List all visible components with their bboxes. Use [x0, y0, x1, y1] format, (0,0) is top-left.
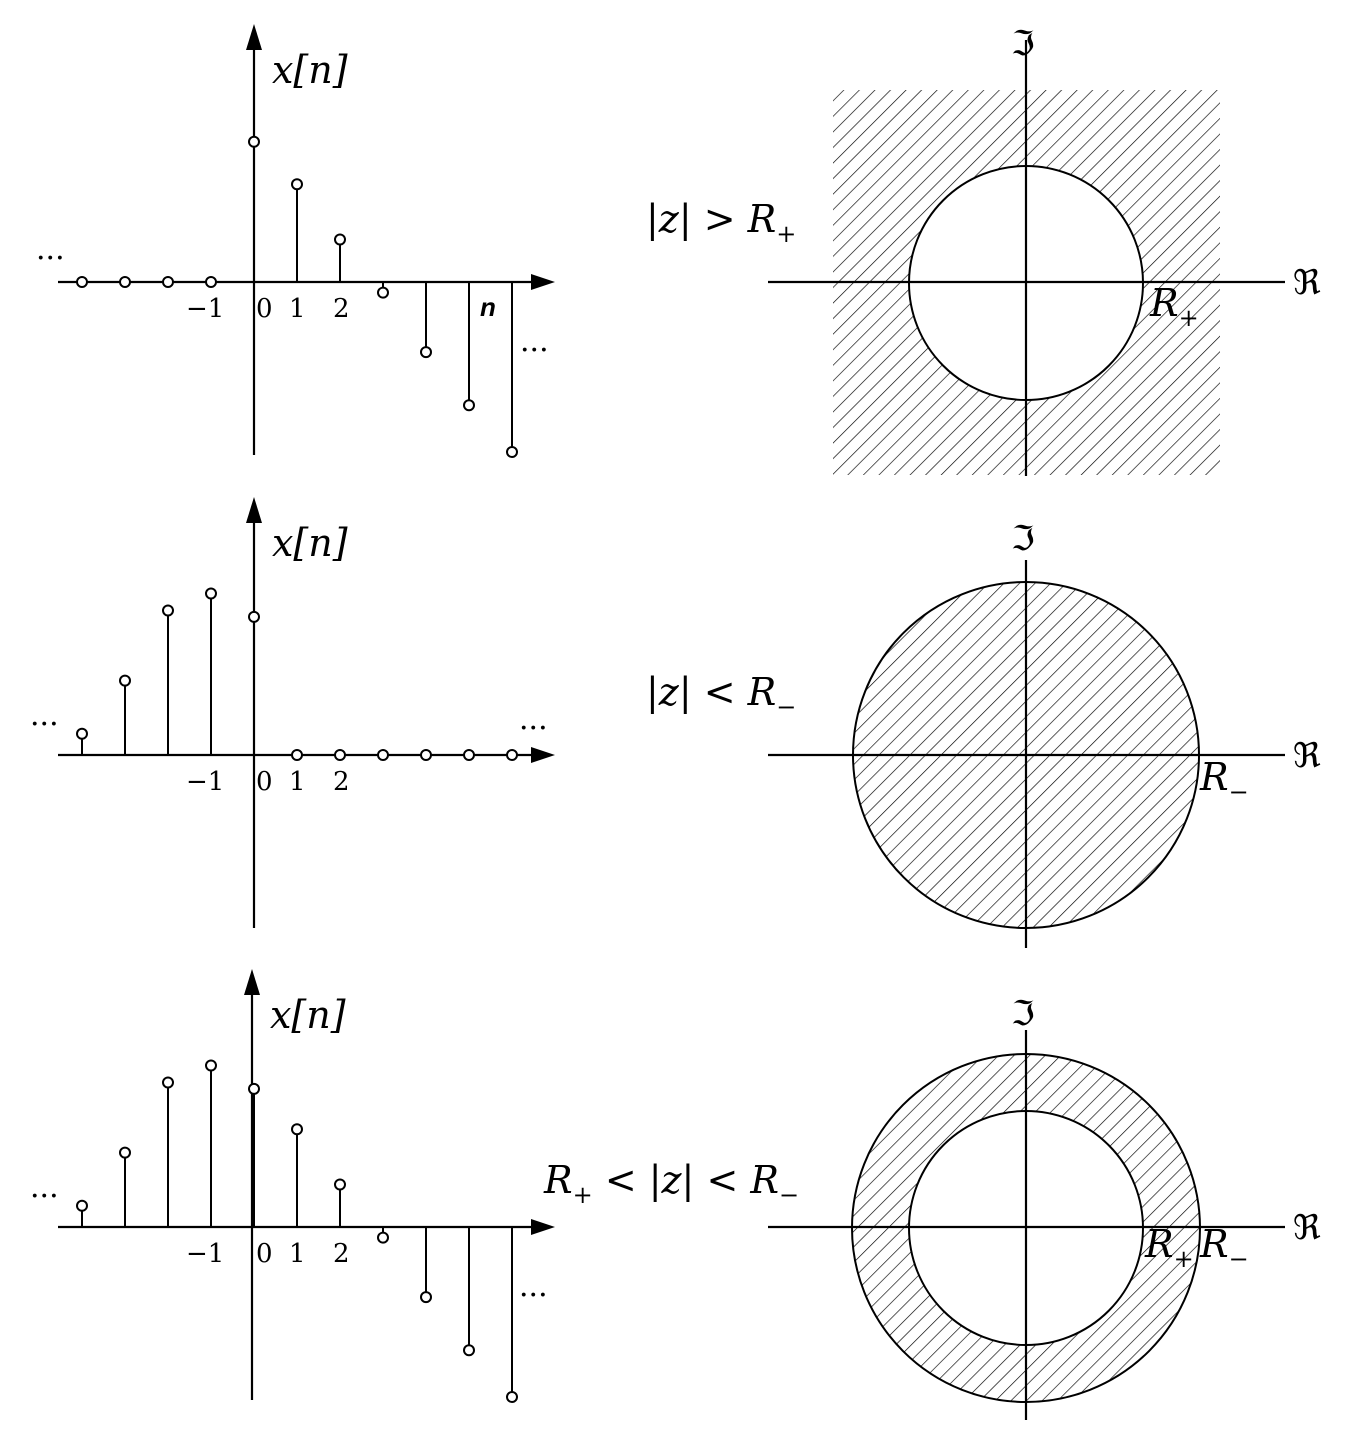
- sample-marker: [248, 1082, 260, 1095]
- x-axis-arrowhead: [531, 747, 555, 763]
- radius-label-r-plus: R+: [1149, 281, 1199, 332]
- tick-label-2: 2: [333, 767, 350, 797]
- sample-marker: [463, 749, 475, 761]
- sample-marker: [205, 1059, 217, 1072]
- sample-marker: [119, 1146, 131, 1159]
- sample-marker: [205, 276, 217, 288]
- sample-marker: [291, 1123, 303, 1136]
- signal-plot-right-sided: x[n] n −1 0 1 2 ··· ···: [36, 24, 555, 458]
- tick-label-2: 2: [333, 294, 350, 324]
- sample-marker: [291, 749, 303, 761]
- sample-marker: [334, 233, 346, 246]
- sample-marker: [119, 674, 131, 687]
- sample-marker: [76, 276, 88, 288]
- tick-label-1: 1: [289, 294, 306, 324]
- tick-label-1: 1: [289, 1239, 306, 1269]
- tick-label-minus-1: −1: [186, 767, 224, 797]
- sample-marker: [377, 286, 389, 299]
- roc-diagram-disk: ℑ ℜ |z| < R− R−: [646, 519, 1321, 948]
- sample-marker: [334, 1178, 346, 1191]
- real-axis-label: ℜ: [1293, 736, 1321, 776]
- x-axis-label: n: [480, 292, 496, 322]
- imag-axis-label: ℑ: [1011, 994, 1035, 1034]
- sample-marker: [420, 749, 432, 761]
- x-axis-arrowhead: [531, 274, 555, 290]
- roc-diagram-exterior: ℑ ℜ |z| > R+ R+: [646, 24, 1321, 476]
- y-axis-label: x[n]: [272, 48, 348, 92]
- tick-label-minus-1: −1: [186, 1239, 224, 1269]
- tick-label-0: 0: [256, 294, 273, 324]
- radius-label-r-minus: R−: [1199, 1222, 1249, 1273]
- right-ellipsis: ···: [520, 333, 549, 368]
- sample-marker: [420, 346, 432, 359]
- tick-label-2: 2: [333, 1239, 350, 1269]
- sample-marker: [334, 749, 346, 761]
- sample-group: [76, 587, 518, 761]
- sample-group: [76, 1059, 518, 1403]
- sample-marker: [162, 604, 174, 617]
- sample-marker: [506, 446, 518, 458]
- sample-marker: [248, 610, 260, 623]
- sample-marker: [463, 1344, 475, 1357]
- real-axis-label: ℜ: [1293, 1208, 1321, 1248]
- roc-condition: |z| > R+: [646, 197, 796, 248]
- y-axis-label: x[n]: [270, 993, 346, 1037]
- sample-marker: [248, 135, 260, 148]
- tick-label-minus-1: −1: [186, 294, 224, 324]
- sample-marker: [162, 1076, 174, 1089]
- sample-marker: [463, 399, 475, 412]
- right-ellipsis: ···: [519, 711, 548, 746]
- sample-marker: [291, 178, 303, 191]
- tick-label-0: 0: [256, 1239, 273, 1269]
- y-axis-arrowhead: [246, 24, 262, 50]
- y-axis-arrowhead: [244, 969, 260, 995]
- roc-condition: R+ < |z| < R−: [543, 1158, 799, 1209]
- sample-marker: [119, 276, 131, 288]
- sample-marker: [76, 1199, 88, 1212]
- roc-diagram-annulus: ℑ ℜ R+ < |z| < R− R+ R−: [543, 994, 1321, 1420]
- sample-marker: [506, 1391, 518, 1403]
- roc-condition: |z| < R−: [646, 670, 796, 721]
- tick-label-0: 0: [256, 767, 273, 797]
- y-axis-arrowhead: [246, 497, 262, 523]
- sample-marker: [506, 749, 518, 761]
- signal-plot-two-sided: x[n] −1 0 1 2 ··· ···: [30, 969, 555, 1403]
- imag-axis-label: ℑ: [1011, 519, 1035, 559]
- sample-marker: [162, 276, 174, 288]
- left-ellipsis: ···: [30, 1179, 59, 1214]
- left-ellipsis: ···: [30, 707, 59, 742]
- imag-axis-label: ℑ: [1011, 24, 1035, 64]
- sample-group: [76, 135, 518, 458]
- sample-marker: [377, 1231, 389, 1244]
- sample-marker: [76, 727, 88, 740]
- y-axis-label: x[n]: [272, 521, 348, 565]
- radius-label-r-minus: R−: [1199, 755, 1249, 806]
- radius-label-r-plus: R+: [1144, 1222, 1194, 1273]
- signal-plot-left-sided: x[n] −1 0 1 2 ··· ···: [30, 497, 555, 928]
- real-axis-label: ℜ: [1293, 263, 1321, 303]
- tick-label-1: 1: [289, 767, 306, 797]
- sample-marker: [377, 749, 389, 761]
- sample-marker: [205, 587, 217, 600]
- sample-marker: [420, 1291, 432, 1304]
- left-ellipsis: ···: [36, 241, 65, 276]
- x-axis-arrowhead: [531, 1219, 555, 1235]
- right-ellipsis: ···: [519, 1278, 548, 1313]
